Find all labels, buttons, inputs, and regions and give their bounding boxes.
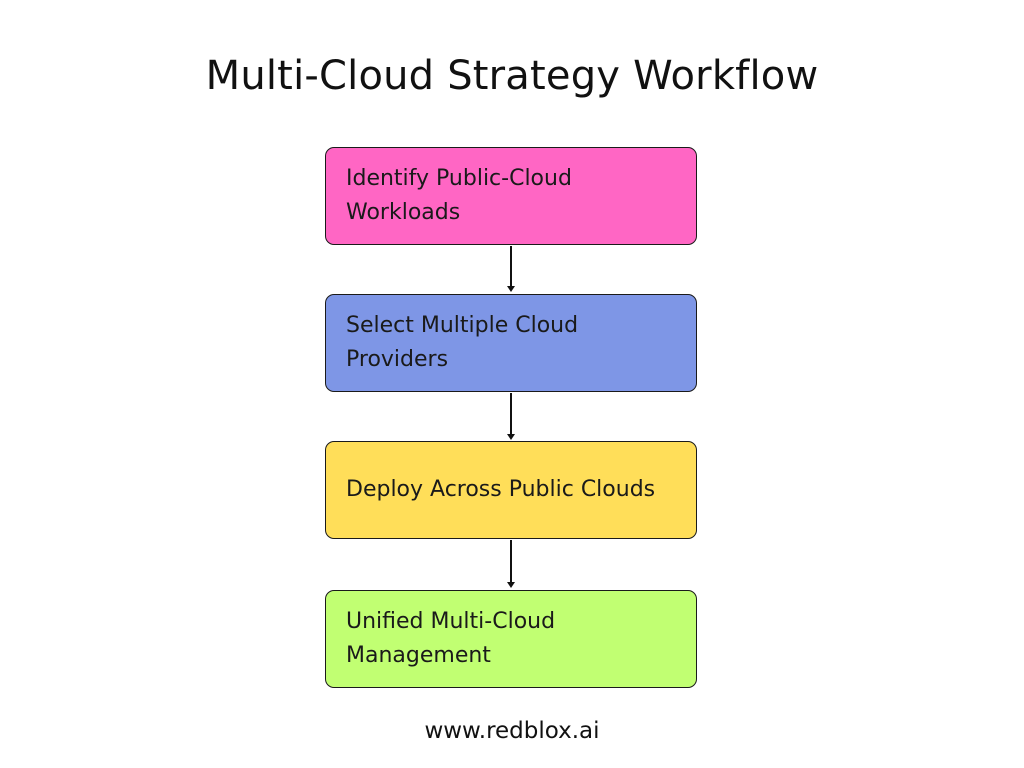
step-deploy-across-clouds: Deploy Across Public Clouds: [325, 441, 697, 539]
connector-arrow-2: [510, 393, 512, 434]
arrowhead-icon: [507, 286, 515, 292]
arrowhead-icon: [507, 582, 515, 588]
step-label: Unified Multi-Cloud Management: [346, 609, 556, 668]
footer-website: www.redblox.ai: [424, 718, 600, 744]
diagram-title: Multi-Cloud Strategy Workflow: [205, 53, 819, 99]
step-label: Select Multiple Cloud Providers: [346, 313, 579, 372]
connector-arrow-1: [510, 246, 512, 286]
step-label: Deploy Across Public Clouds: [346, 477, 656, 502]
step-label: Identify Public-Cloud Workloads: [346, 166, 572, 225]
arrowhead-icon: [507, 434, 515, 440]
step-select-providers: Select Multiple Cloud Providers: [325, 294, 697, 392]
step-identify-workloads: Identify Public-Cloud Workloads: [325, 147, 697, 245]
connector-arrow-3: [510, 540, 512, 582]
step-unified-management: Unified Multi-Cloud Management: [325, 590, 697, 688]
